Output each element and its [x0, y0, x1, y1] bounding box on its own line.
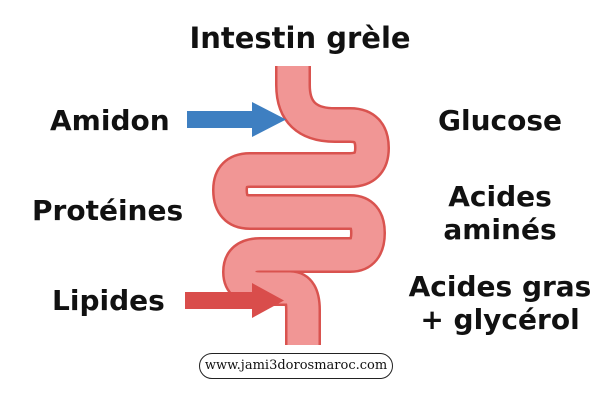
- output-label-fatty-acids: Acides gras + glycérol: [405, 270, 595, 336]
- input-label-proteins: Protéines: [32, 194, 184, 227]
- diagram-title: Intestin grèle: [189, 21, 411, 55]
- output-label-glucose: Glucose: [437, 104, 562, 137]
- input-label-starch: Amidon: [50, 104, 170, 137]
- website-watermark: www.jami3dorosmaroc.com: [199, 353, 393, 379]
- lipid-arrow: [185, 283, 284, 318]
- starch-arrow: [187, 102, 286, 137]
- output-amino-line2: aminés: [443, 213, 557, 246]
- output-fatty-line1: Acides gras: [408, 270, 592, 303]
- input-label-lipids: Lipides: [52, 284, 165, 317]
- output-amino-line1: Acides: [448, 180, 552, 213]
- output-label-amino-acids: Acides aminés: [405, 180, 595, 246]
- output-fatty-line2: + glycérol: [420, 303, 580, 336]
- small-intestine-tube: [214, 66, 388, 345]
